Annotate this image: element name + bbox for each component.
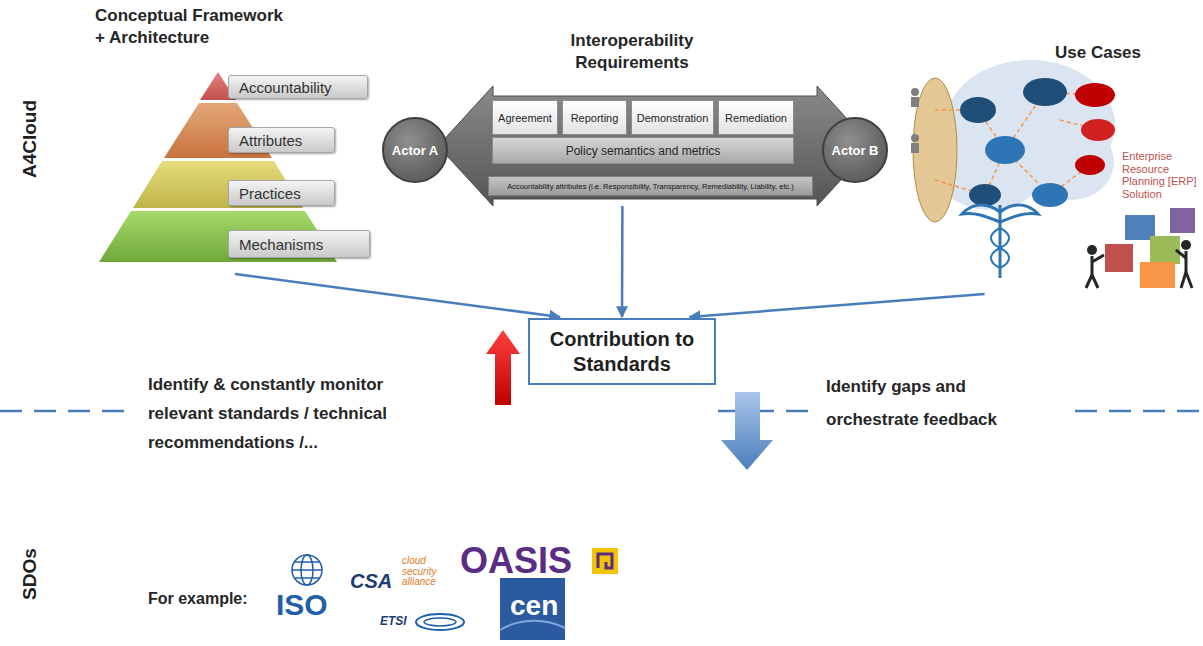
feedback-arrow <box>721 392 773 470</box>
monitor-arrow <box>486 330 520 405</box>
erp-block <box>1170 208 1195 233</box>
link-line <box>935 92 1100 195</box>
erp-block <box>1105 244 1133 272</box>
section-label: SDOs <box>19 534 41 614</box>
double-arrow <box>438 86 872 206</box>
oasis-icon <box>592 548 618 574</box>
user-pillar <box>913 78 957 222</box>
section-label: A4Cloud <box>19 79 41 199</box>
service-node <box>1023 78 1067 106</box>
note-text: Identify & constantly monitor relevant s… <box>148 370 453 457</box>
cloud-provider <box>1075 155 1105 175</box>
requirement-box: Remediation <box>718 100 794 135</box>
node-text: Actor B <box>832 143 879 158</box>
erp-block <box>1140 262 1175 288</box>
logo-text: ETSI <box>380 614 407 628</box>
interoperability-region: Interoperability RequirementsActor A Agre… <box>380 30 885 202</box>
requirement-box: Agreement <box>492 100 558 135</box>
actor-circle: Actor A <box>382 117 448 183</box>
attributes-bar: Accountability attributes (i.e. Responsi… <box>488 176 813 196</box>
actor-circle: Actor B <box>822 117 888 183</box>
person-icon <box>911 143 919 153</box>
pyramid-layer <box>133 161 303 208</box>
node-text: Actor A <box>392 143 438 158</box>
service-node <box>1032 183 1068 207</box>
node-text: Demonstration <box>637 112 709 124</box>
logo-text: cloud security alliance <box>402 556 454 588</box>
worker-figure <box>1086 240 1192 288</box>
cen-logo <box>500 578 565 640</box>
group-heading: Conceptual Framework + Architecture <box>95 5 285 49</box>
requirement-box: Reporting <box>562 100 627 135</box>
node-text: Accountability <box>239 79 332 96</box>
logo-text: ISO <box>276 588 328 622</box>
person-icon <box>911 134 919 142</box>
flow-arrow <box>235 274 560 317</box>
node-text: Reporting <box>571 112 619 124</box>
iso-globe <box>292 555 322 585</box>
service-node <box>985 136 1025 164</box>
cloud-provider <box>1075 83 1115 107</box>
group-heading: Use Cases <box>1055 42 1165 64</box>
note-text: Identify gaps and orchestrate feedback <box>826 370 1058 436</box>
layer-label: Accountability <box>228 75 368 99</box>
framework-region: Conceptual Framework + ArchitectureAccou… <box>90 5 380 270</box>
requirement-box: Demonstration <box>631 100 714 135</box>
node-text: Contribution to Standards <box>536 327 708 377</box>
logo-text: cen <box>510 590 558 622</box>
logo-text: OASIS <box>460 540 572 582</box>
cloud-provider <box>1081 119 1115 141</box>
node-text: Attributes <box>239 132 302 149</box>
node-text: Policy semantics and metrics <box>566 144 721 158</box>
service-node <box>969 184 1001 206</box>
person-icon <box>911 88 919 96</box>
layer-label: Attributes <box>228 127 335 153</box>
layer-label: Practices <box>228 180 335 206</box>
node-text: Remediation <box>725 112 787 124</box>
etsi-swoosh <box>416 614 464 630</box>
caduceus-symbol <box>962 205 1038 278</box>
node-text: Practices <box>239 185 301 202</box>
service-node <box>960 97 996 123</box>
etsi-swoosh <box>424 618 456 626</box>
person-icon <box>911 97 919 107</box>
flow-arrow <box>690 294 985 317</box>
example-label: For example: <box>148 590 248 608</box>
logo-text: CSA <box>350 570 392 593</box>
group-heading: Interoperability Requirements <box>552 30 712 74</box>
node-text: Agreement <box>498 112 552 124</box>
node-text: Accountability attributes (i.e. Responsi… <box>507 182 794 191</box>
flow-arrow <box>621 206 624 317</box>
layer-label: Mechanisms <box>228 230 370 258</box>
cen-logo <box>500 621 565 630</box>
illustration-caption: Enterprise Resource Planning [ERP] Solut… <box>1122 150 1200 201</box>
erp-block <box>1150 236 1180 264</box>
policy-bar: Policy semantics and metrics <box>492 137 794 164</box>
contribution-box: Contribution to Standards <box>528 318 716 385</box>
node-text: Mechanisms <box>239 236 323 253</box>
